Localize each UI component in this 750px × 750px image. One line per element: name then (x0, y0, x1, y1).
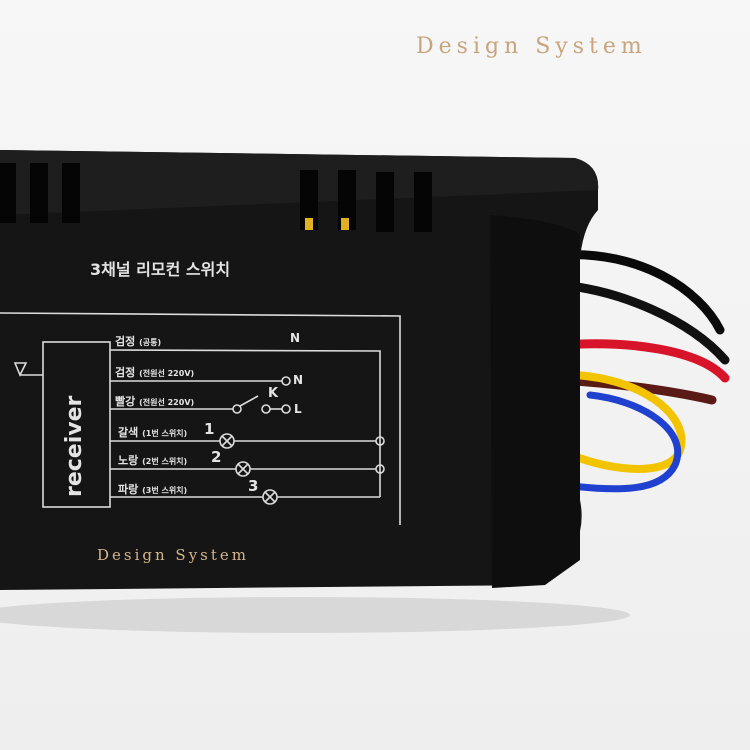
shadow (0, 597, 630, 633)
channel-2: 2 (211, 448, 222, 466)
channel-3: 3 (248, 477, 259, 495)
wire-label-1: 검정 (공통) (115, 335, 162, 348)
wire-label-2: 검정 (전원선 220V) (115, 366, 195, 379)
wires (555, 250, 730, 493)
wire-label-3: 빨강 (전원선 220V) (115, 395, 195, 408)
terminal-l: L (294, 402, 302, 416)
wire-label-4: 갈색 (1번 스위치) (118, 426, 188, 439)
receiver-label: receiver (62, 395, 87, 497)
watermark-top: Design System (416, 34, 647, 59)
terminal-n-common: N (290, 331, 301, 345)
watermark-bottom: Design System (97, 546, 250, 564)
terminal-n: N (293, 373, 304, 387)
switch-housing (0, 150, 599, 590)
channel-1: 1 (204, 420, 215, 438)
product-title: 3채널 리모컨 스위치 (90, 260, 231, 279)
wire-label-6: 파랑 (3번 스위치) (118, 483, 188, 496)
wire-label-5: 노랑 (2번 스위치) (118, 454, 188, 467)
wiring-diagram (0, 312, 401, 525)
switch-k-label: K (268, 386, 279, 401)
